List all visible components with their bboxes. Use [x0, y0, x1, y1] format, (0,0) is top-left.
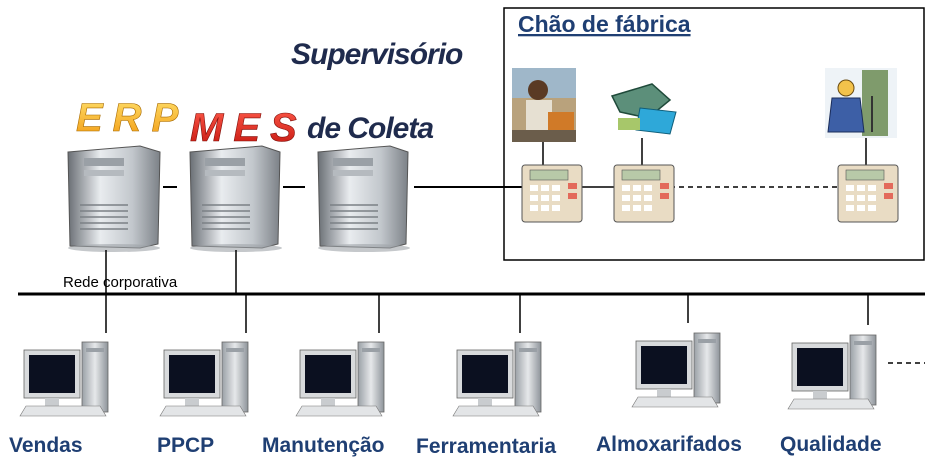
supervisorio-server-icon: [317, 145, 410, 252]
supervisorio-label-line2: de Coleta: [307, 112, 433, 145]
desktop-computer-icon: [631, 332, 721, 408]
data-collection-terminal-icon: [837, 164, 899, 223]
desktop-computer-icon: [19, 341, 109, 417]
worker-photo-image: [512, 68, 576, 142]
workstation-label-manutencao: Manutenção: [262, 434, 385, 457]
workstation-label-almoxarifados: Almoxarifados: [596, 433, 742, 456]
desktop-computer-icon: [295, 341, 385, 417]
data-collection-terminal-icon: [613, 164, 675, 223]
network-label: Rede corporativa: [63, 274, 178, 291]
workstation-label-ferramentaria: Ferramentaria: [416, 435, 556, 458]
shop-floor-title: Chão de fábrica: [518, 11, 691, 37]
desktop-computer-icon: [159, 341, 249, 417]
data-collection-terminal-icon: [521, 164, 583, 223]
workstation-label-ppcp: PPCP: [157, 434, 214, 457]
erp-server-icon: [67, 145, 161, 252]
workstation-label-vendas: Vendas: [9, 434, 83, 457]
supervisorio-label-line1: Supervisório: [291, 38, 463, 71]
mes-server-icon: [189, 145, 282, 252]
erp-label: ERP: [76, 96, 188, 140]
desktop-computer-icon: [452, 341, 542, 417]
workstation-label-qualidade: Qualidade: [780, 433, 882, 456]
mes-label: MES: [190, 106, 307, 150]
operator-clipart-image: [825, 68, 897, 138]
desktop-computer-icon: [787, 334, 877, 410]
shop-floor-box: [503, 7, 925, 261]
machine-clipart-image: [607, 68, 677, 138]
